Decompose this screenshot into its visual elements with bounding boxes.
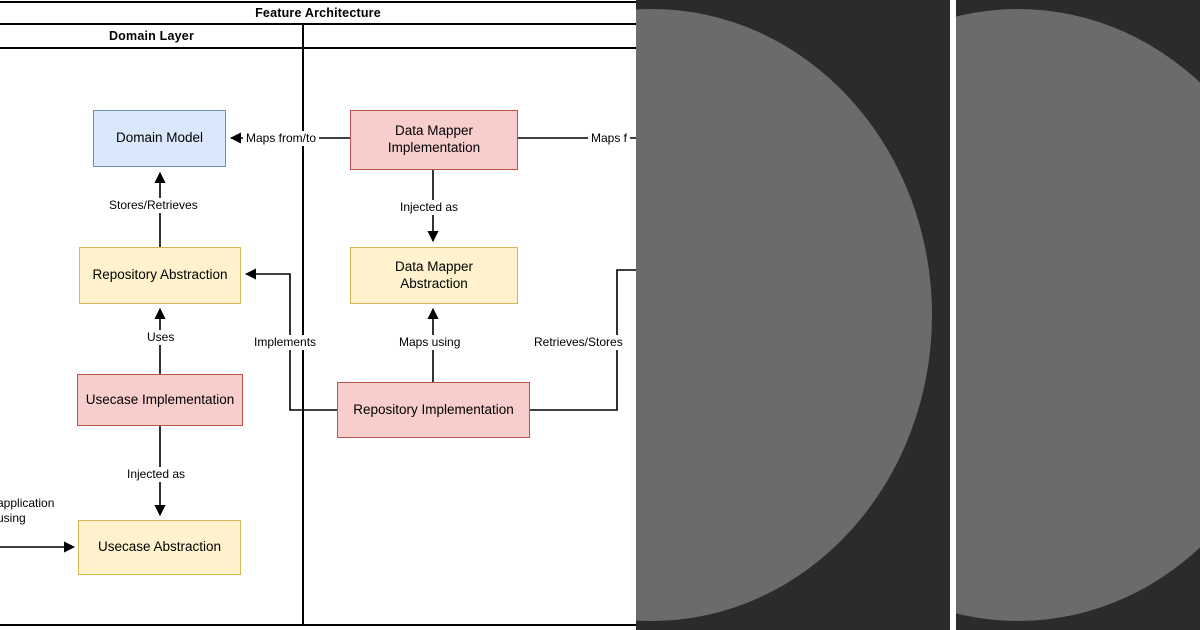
dmi-line-2: Implementation: [387, 140, 481, 155]
node-domain-model[interactable]: Domain Model: [93, 110, 226, 167]
edge-label-stores-retrieves: Stores/Retrieves: [106, 198, 201, 213]
dma-line-2: Abstraction: [400, 275, 468, 291]
right-panel-a: [636, 0, 950, 630]
feature-architecture-diagram: Feature Architecture Domain Layer Domain…: [0, 1, 636, 626]
edge-label-injected-as-mapper: Injected as: [397, 200, 462, 215]
rest-of-app-line-1: application: [0, 496, 55, 510]
edge-label-rest-of-application: application using: [0, 496, 70, 526]
edge-label-maps-from-to: Maps from/to: [243, 131, 320, 146]
node-data-mapper-abstraction[interactable]: Data Mapper Abstraction: [350, 247, 518, 304]
node-data-mapper-implementation[interactable]: Data Mapper Implementation: [350, 110, 518, 170]
table-frame: [0, 1, 636, 626]
node-usecase-implementation-label: Usecase Implementation: [85, 391, 235, 407]
edge-label-maps-using: Maps using: [396, 335, 464, 350]
edge-label-maps-from-clipped: Maps f: [588, 131, 631, 146]
edge-label-implements: Implements: [251, 335, 320, 350]
domain-layer-header: Domain Layer: [108, 29, 195, 43]
node-repository-implementation[interactable]: Repository Implementation: [337, 382, 530, 438]
node-usecase-abstraction[interactable]: Usecase Abstraction: [78, 520, 241, 575]
circle-shape-a: [636, 9, 932, 621]
right-layer-header: [305, 25, 636, 47]
node-usecase-abstraction-label: Usecase Abstraction: [97, 539, 222, 555]
node-domain-model-label: Domain Model: [115, 130, 204, 146]
node-data-mapper-implementation-label: Data Mapper Implementation: [388, 123, 480, 157]
edge-label-uses: Uses: [144, 330, 178, 345]
edge-label-retrieves-stores: Retrieves/Stores: [531, 335, 626, 350]
node-data-mapper-abstraction-label: Data Mapper Abstraction: [395, 259, 473, 293]
edge-label-injected-as-usecase: Injected as: [124, 467, 189, 482]
dma-line-1: Data Mapper: [394, 258, 474, 274]
rest-of-app-line-2: using: [0, 511, 26, 525]
dmi-line-1: Data Mapper: [394, 123, 474, 139]
node-repository-abstraction-label: Repository Abstraction: [92, 267, 228, 283]
node-repository-implementation-label: Repository Implementation: [353, 401, 514, 417]
node-repository-abstraction[interactable]: Repository Abstraction: [79, 247, 241, 304]
circle-shape-b: [956, 9, 1200, 621]
right-panel-b: [956, 0, 1200, 630]
panel-divider-gap: [950, 0, 956, 630]
diagram-title: Feature Architecture: [255, 6, 381, 20]
node-usecase-implementation[interactable]: Usecase Implementation: [77, 374, 243, 426]
